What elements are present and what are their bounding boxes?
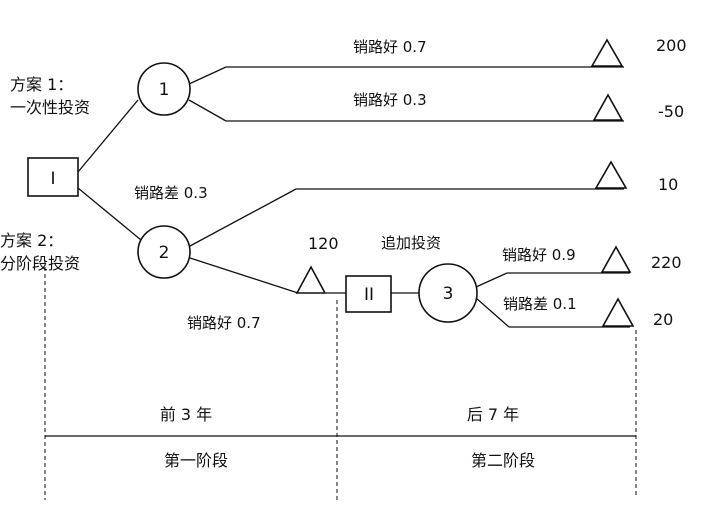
- branch-n2-good: [189, 257, 299, 294]
- branch-label-n2-bad: 销路差 0.3: [134, 184, 208, 202]
- chance-node-2-label: 2: [159, 243, 170, 263]
- payoff-10: 10: [658, 175, 678, 194]
- chance-node-1-label: 1: [159, 80, 170, 100]
- edge-3-up: [475, 272, 508, 288]
- decision-node-II: II: [345, 275, 392, 313]
- payoff-120: 120: [308, 234, 339, 253]
- tree-edges: [77, 66, 630, 328]
- payoff-200: 200: [656, 36, 687, 55]
- stage-separators: [44, 260, 637, 500]
- chance-node-2: 2: [137, 225, 191, 279]
- payoff-neg50: -50: [658, 102, 684, 121]
- plan2-subtitle: 分阶段投资: [0, 254, 80, 273]
- branch-label-n1-bad: 销路好 0.3: [353, 91, 427, 109]
- edge-I-to-1: [77, 99, 139, 173]
- edge-2-up: [189, 188, 297, 247]
- branch-label-n1-good: 销路好 0.7: [353, 38, 427, 56]
- terminal-triangle-20: [601, 297, 635, 327]
- edge-I-to-2: [77, 187, 142, 241]
- plan2-title: 方案 2：: [0, 231, 63, 250]
- chance-node-3-label: 3: [443, 284, 454, 304]
- edge-1-down: [188, 99, 227, 122]
- decision-node-II-label: II: [364, 285, 374, 305]
- plan1-subtitle: 一次性投资: [10, 98, 90, 117]
- second-period-label: 后 7 年: [467, 405, 519, 424]
- chance-node-1: 1: [137, 62, 191, 116]
- decision-node-I-label: I: [50, 169, 55, 189]
- first-period-label: 前 3 年: [160, 405, 212, 424]
- terminal-triangle-220: [600, 245, 632, 273]
- terminal-triangle-200: [590, 38, 624, 67]
- payoff-220: 220: [651, 253, 682, 272]
- terminal-triangle-10: [594, 160, 628, 189]
- first-stage-label: 第一阶段: [164, 451, 228, 470]
- branch-label-n3-bad: 销路差 0.1: [503, 295, 577, 313]
- chance-node-3: 3: [418, 263, 478, 323]
- terminal-triangle-neg50: [592, 93, 624, 121]
- terminal-triangle-120: [295, 265, 327, 294]
- extra-investment-label: 追加投资: [381, 234, 441, 252]
- second-stage-label: 第二阶段: [471, 451, 535, 470]
- terminal-nodes: [295, 38, 635, 327]
- branch-label-n3-good: 销路好 0.9: [502, 246, 576, 264]
- payoff-20: 20: [653, 310, 673, 329]
- plan1-title: 方案 1：: [10, 75, 73, 94]
- edge-1-up: [188, 66, 227, 85]
- decision-node-I: I: [27, 157, 79, 197]
- branch-label-n2-good: 销路好 0.7: [187, 314, 261, 332]
- edge-3-down: [475, 297, 510, 328]
